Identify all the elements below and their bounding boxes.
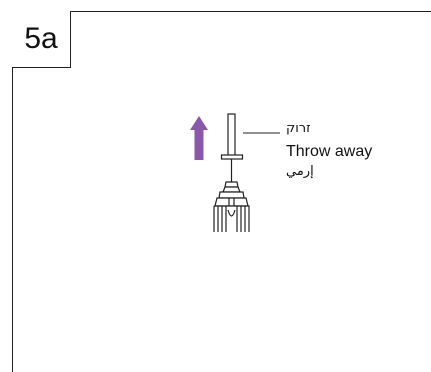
step-number: 5a [24, 22, 58, 55]
label-english: Throw away [286, 143, 373, 160]
injection-pen-icon [213, 181, 250, 232]
instruction-panel [12, 11, 431, 372]
label-arabic: إرمي [286, 164, 314, 179]
label-hebrew: זרוק [286, 121, 311, 136]
step-number-box: 5a [12, 11, 71, 68]
pen-needle-icon [220, 113, 244, 182]
up-arrow-icon [190, 116, 208, 160]
